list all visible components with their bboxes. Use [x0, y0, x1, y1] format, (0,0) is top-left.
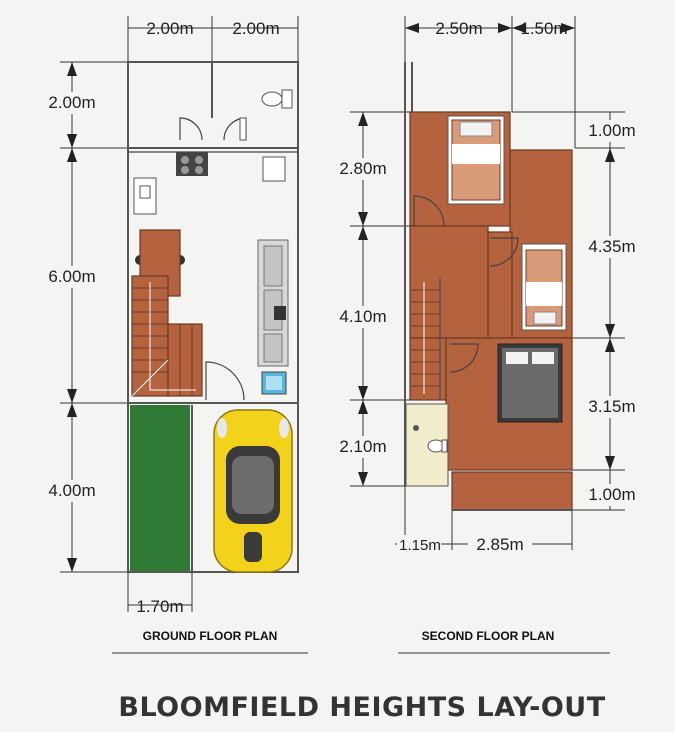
- ground-dim-left-1: 2.00m: [48, 93, 95, 112]
- balcony: [451, 471, 573, 511]
- master-bedroom-door: [449, 343, 479, 373]
- ground-floor-caption: GROUND FLOOR PLAN: [143, 629, 278, 643]
- ground-dim-bottom: 1.70m: [136, 597, 183, 616]
- ground-left-dimension: 2.00m 6.00m 4.00m: [40, 61, 128, 573]
- ground-toilet-icon: [261, 89, 293, 109]
- second-dim-left-2: 4.10m: [339, 307, 386, 326]
- refrigerator-icon: [262, 156, 286, 182]
- ground-dim-left-2: 6.00m: [48, 267, 95, 286]
- second-dim-top-right: 1.50m: [520, 19, 567, 38]
- ground-floor-plan: 2.00m 2.00m 2.00m 6.00m 4.00m: [40, 16, 308, 654]
- kitchen-sink-icon: [133, 177, 157, 215]
- second-dim-left-3: 2.10m: [339, 437, 386, 456]
- ground-dim-top-right: 2.00m: [232, 19, 279, 38]
- living-sofa: [257, 239, 289, 367]
- ground-door-swing-left: [179, 117, 203, 141]
- ground-bottom-dimension: 1.70m: [127, 572, 193, 616]
- master-bedroom: [445, 337, 573, 471]
- second-dim-right-1: 1.00m: [588, 121, 635, 140]
- ground-dim-top-left: 2.00m: [146, 19, 193, 38]
- second-floor-plan: 2.50m 1.50m 2.80m 4.10m 2.10m: [331, 16, 644, 654]
- garden-lawn: [130, 405, 190, 571]
- second-dim-right-2: 4.35m: [588, 237, 635, 256]
- kitchen-stove-icon: [176, 152, 208, 176]
- ground-dim-left-3: 4.00m: [48, 481, 95, 500]
- car-icon: [213, 409, 293, 573]
- main-door-swing: [205, 361, 245, 401]
- second-dim-right-3: 3.15m: [588, 397, 635, 416]
- second-bottom-dimension: 1.15m 2.85m: [395, 486, 573, 554]
- second-dim-left-1: 2.80m: [339, 159, 386, 178]
- bedroom-2-door: [489, 237, 519, 267]
- second-dim-bottom-left: 1.15m: [399, 537, 441, 554]
- second-toilet-bath: [405, 403, 449, 487]
- bedroom-2: [487, 149, 573, 339]
- second-dim-top-left: 2.50m: [435, 19, 482, 38]
- second-left-dimension: 2.80m 4.10m 2.10m: [331, 111, 410, 487]
- bedroom-1-door: [413, 195, 445, 227]
- ground-stairs: [131, 275, 203, 397]
- second-dim-right-4: 1.00m: [588, 485, 635, 504]
- second-top-dimension: 2.50m 1.50m: [404, 16, 576, 148]
- second-stair-hall: [409, 225, 489, 401]
- ground-top-dimension: 2.00m 2.00m: [127, 16, 299, 62]
- second-floor-caption: SECOND FLOOR PLAN: [422, 629, 555, 643]
- second-dim-bottom-right: 2.85m: [476, 535, 523, 554]
- bedroom-1: [409, 111, 511, 227]
- page-title: BLOOMFIELD HEIGHTS LAY-OUT: [118, 692, 605, 723]
- second-right-dimension: 1.00m 4.35m 3.15m 1.00m: [512, 111, 644, 511]
